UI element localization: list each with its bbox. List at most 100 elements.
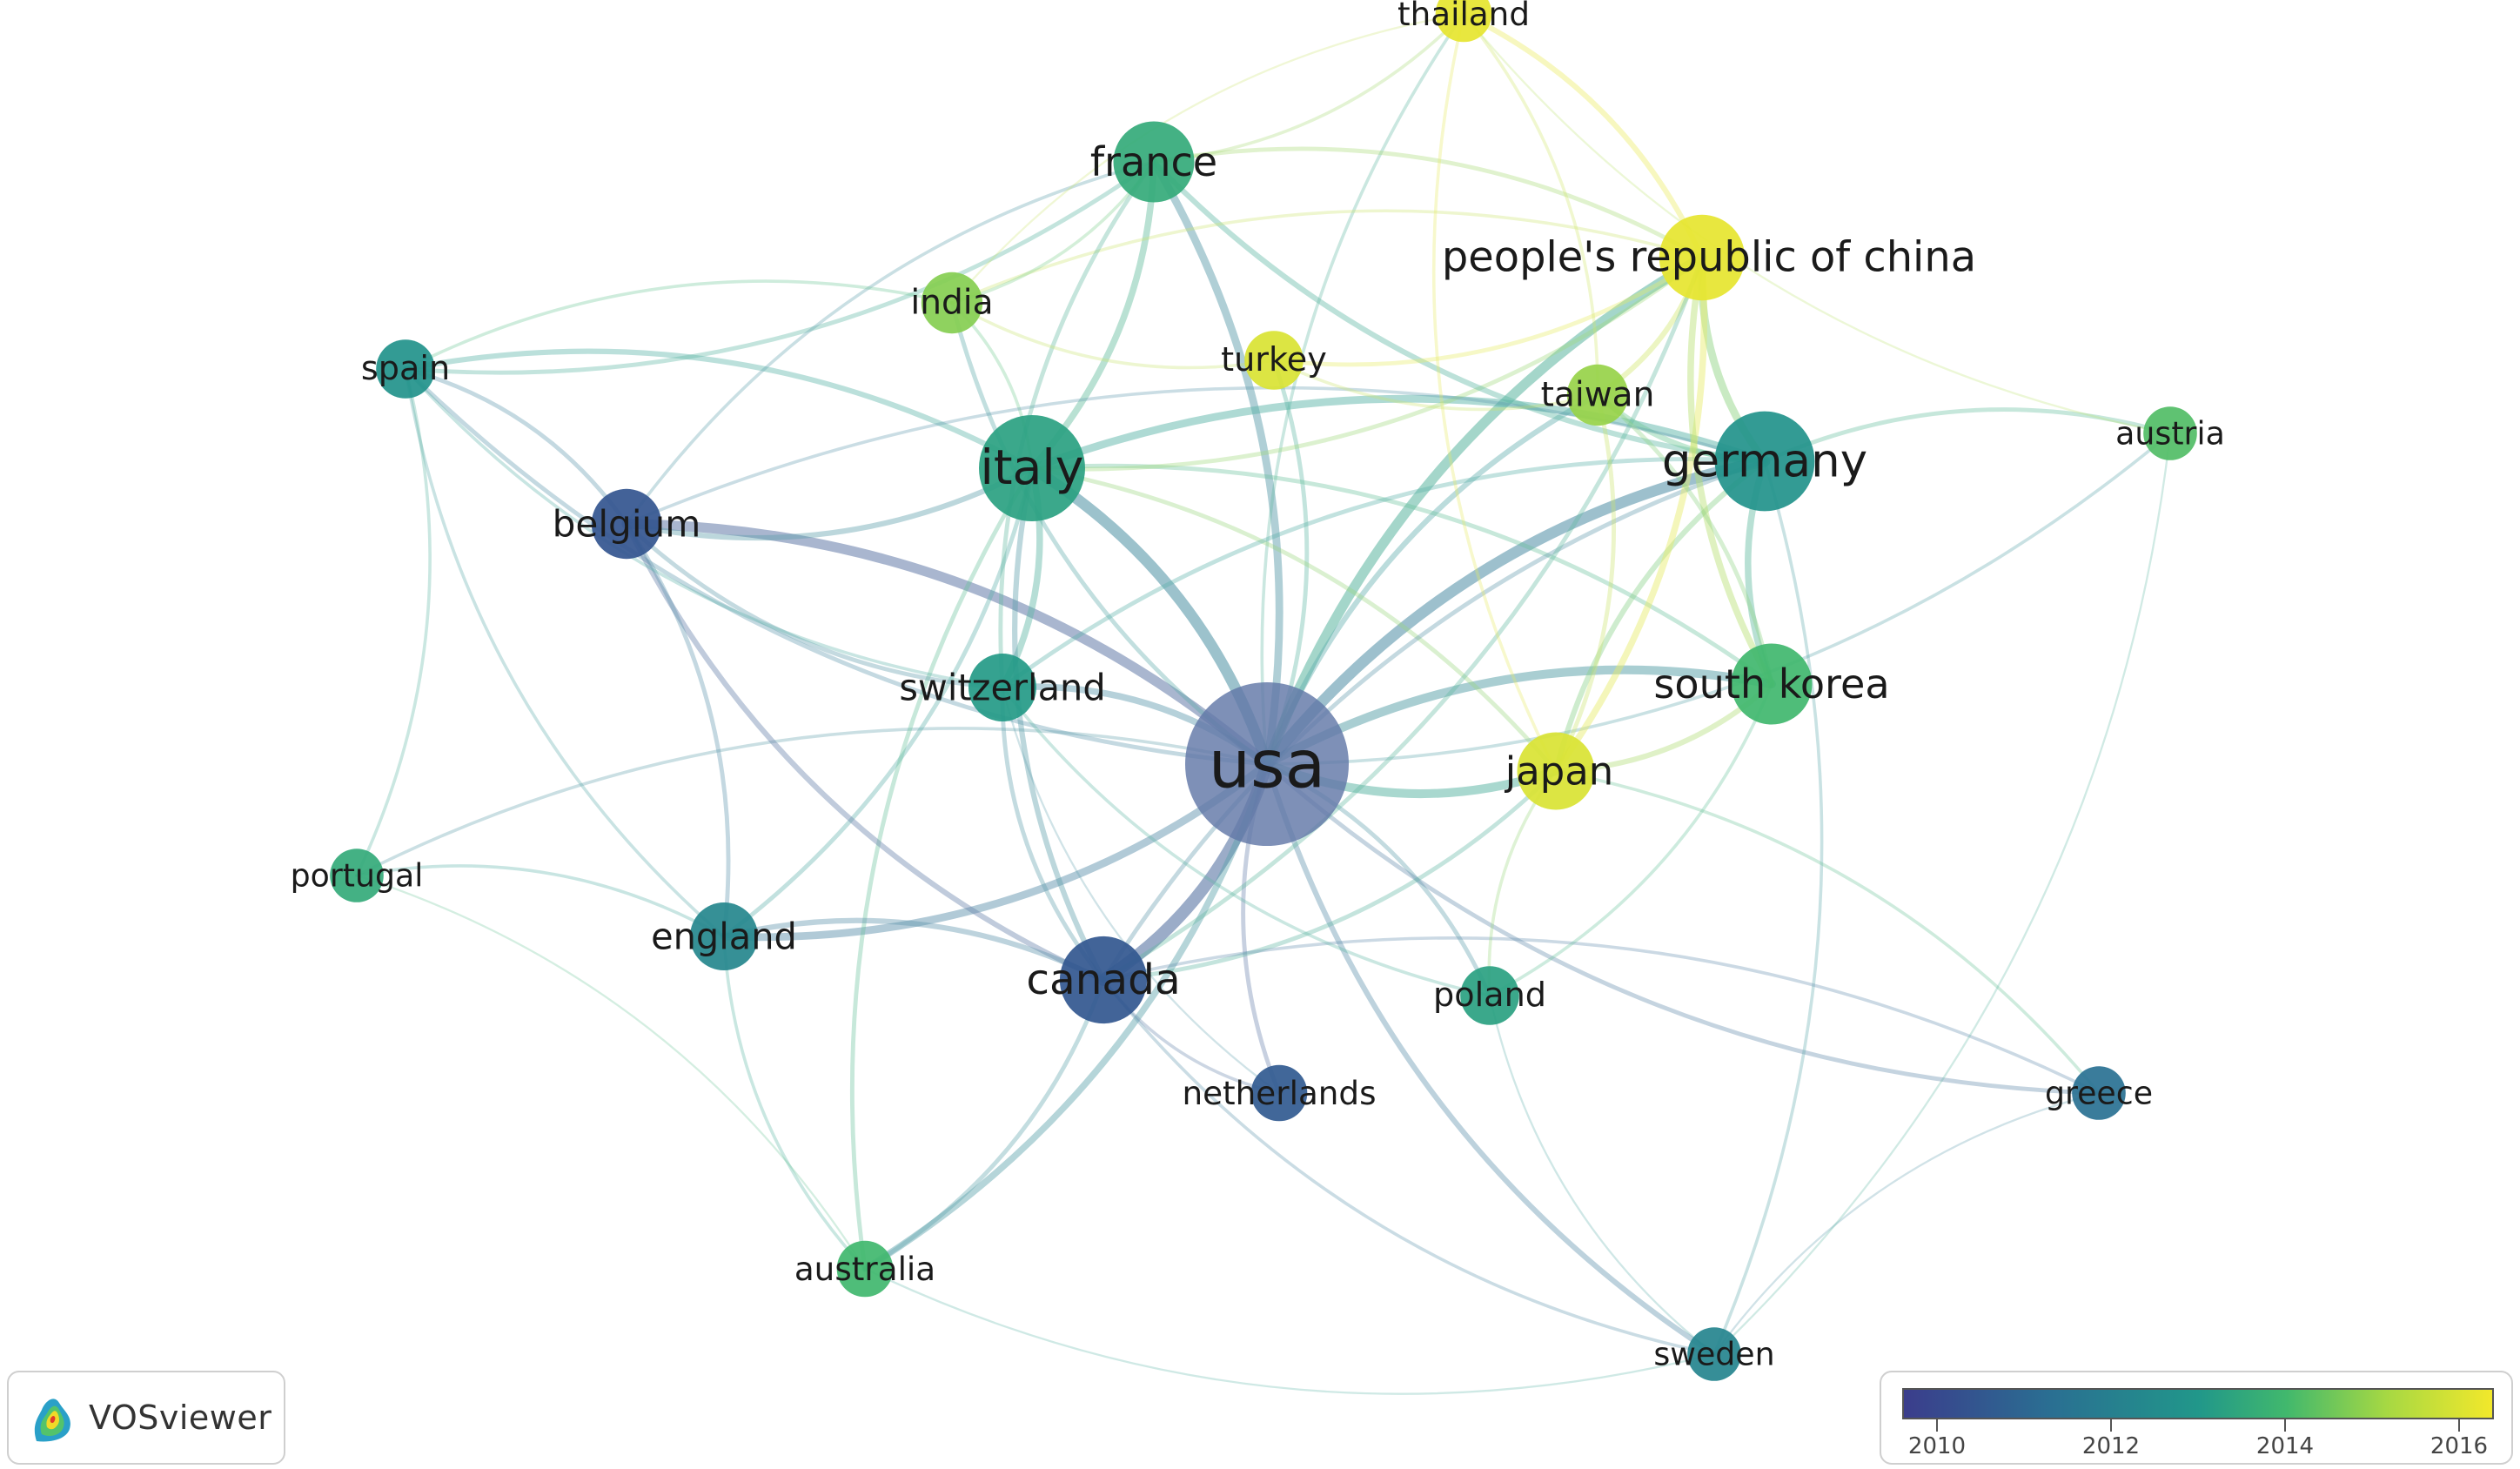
legend-tick-2016 [2458,1419,2460,1432]
node-sweden[interactable] [1687,1327,1741,1381]
link-usa-sweden [1263,761,1718,1358]
link-germany-france [1150,158,1768,465]
link-canada-england [720,917,1107,983]
node-switzerland[interactable] [968,654,1036,721]
link-usa-spain [403,366,1270,767]
node-label-turkey: turkey [1221,341,1327,379]
node-label-japan: japan [1505,748,1613,795]
link-italy-england [721,466,1035,939]
link-greece-sweden [1712,1091,2101,1356]
link-england-australia [722,935,867,1271]
legend-tick-label-2014: 2014 [2255,1433,2315,1459]
node-label-austria: austria [2115,415,2225,453]
node-canada[interactable] [1059,936,1148,1024]
link-usa-australia [861,761,1270,1272]
node-greece[interactable] [2072,1066,2126,1120]
link-germany-canada [1101,459,1767,983]
link-usa-germany [1261,455,1771,770]
link-italy-australia [849,466,1035,1271]
link-poland-switzerland [1001,686,1491,997]
node-label-england: england [651,916,797,958]
link-usa-belgium [621,519,1272,769]
vosviewer-logo-text: VOSviewer [89,1399,272,1437]
node-label-poland: poland [1433,976,1546,1015]
vosviewer-logo-box: VOSviewer [7,1371,285,1465]
link-france-thailand [1152,12,1465,164]
link-spain-portugal [355,367,432,877]
node-label-italy: italy [980,440,1083,496]
link-india-thailand [950,12,1465,305]
link-belgium-spain [403,366,629,527]
link-japan-greece [1554,769,2101,1095]
node-china[interactable] [1659,214,1746,301]
node-south-korea[interactable] [1731,643,1813,725]
node-germany[interactable] [1714,411,1815,512]
link-south-korea-poland [1488,682,1773,997]
link-spain-india [404,279,954,371]
node-thailand[interactable] [1435,0,1492,43]
node-india[interactable] [921,272,983,334]
link-usa-france [1149,158,1283,768]
node-label-spain: spain [361,350,450,388]
node-italy[interactable] [979,415,1085,521]
node-label-china: people's republic of china [1442,234,1976,282]
node-netherlands[interactable] [1250,1064,1308,1122]
legend-tick-2010 [1936,1419,1938,1432]
link-india-turkey [950,301,1276,370]
node-label-south-korea: south korea [1653,661,1889,708]
link-belgium-england [624,521,731,939]
node-label-france: france [1090,138,1217,185]
node-label-australia: australia [794,1250,935,1288]
link-china-japan [1552,254,1708,775]
node-australia[interactable] [836,1240,894,1298]
link-belgium-switzerland [624,521,1005,690]
legend-tick-label-2010: 2010 [1907,1433,1967,1459]
link-italy-japan [1029,466,1558,774]
node-turkey[interactable] [1244,331,1304,390]
link-china-turkey [1271,255,1705,367]
node-austria[interactable] [2143,406,2197,460]
link-canada-japan [1101,768,1558,983]
link-usa-greece [1264,761,2101,1096]
link-germany-japan [1552,458,1768,775]
node-belgium[interactable] [591,488,662,560]
node-portugal[interactable] [330,849,384,902]
link-austria-sweden [1712,432,2172,1356]
link-usa-china [1262,252,1707,769]
node-label-switzerland: switzerland [899,667,1105,709]
link-france-spain [403,159,1156,375]
node-spain[interactable] [376,339,435,399]
node-label-usa: usa [1209,726,1325,803]
link-italy-spain [402,348,1035,472]
link-thailand-austria [1462,12,2172,435]
node-japan[interactable] [1517,732,1595,810]
link-canada-sweden [1102,978,1716,1356]
link-france-switzerland [998,159,1156,690]
link-spain-switzerland [404,367,1004,689]
node-england[interactable] [690,902,758,970]
node-usa[interactable] [1185,682,1349,846]
link-england-spain [404,367,726,938]
link-china-france [1151,146,1705,260]
link-usa-portugal [355,727,1269,877]
link-italy-south-korea [1029,463,1774,687]
node-france[interactable] [1113,121,1195,203]
link-china-india [950,209,1704,305]
link-canada-belgium [623,520,1107,983]
link-china-south-korea [1687,254,1775,688]
node-label-sweden: sweden [1653,1336,1774,1373]
legend-tick-2012 [2110,1419,2112,1432]
link-japan-thailand [1431,12,1558,773]
legend-tick-2014 [2284,1419,2286,1432]
node-taiwan[interactable] [1566,364,1629,426]
node-poland[interactable] [1460,966,1519,1025]
link-portugal-australia [355,874,867,1271]
link-japan-taiwan [1553,392,1616,774]
link-canada-australia [862,977,1106,1271]
legend-tick-label-2016: 2016 [2430,1433,2489,1459]
link-usa-england [720,760,1271,942]
link-italy-canada [1012,465,1107,983]
